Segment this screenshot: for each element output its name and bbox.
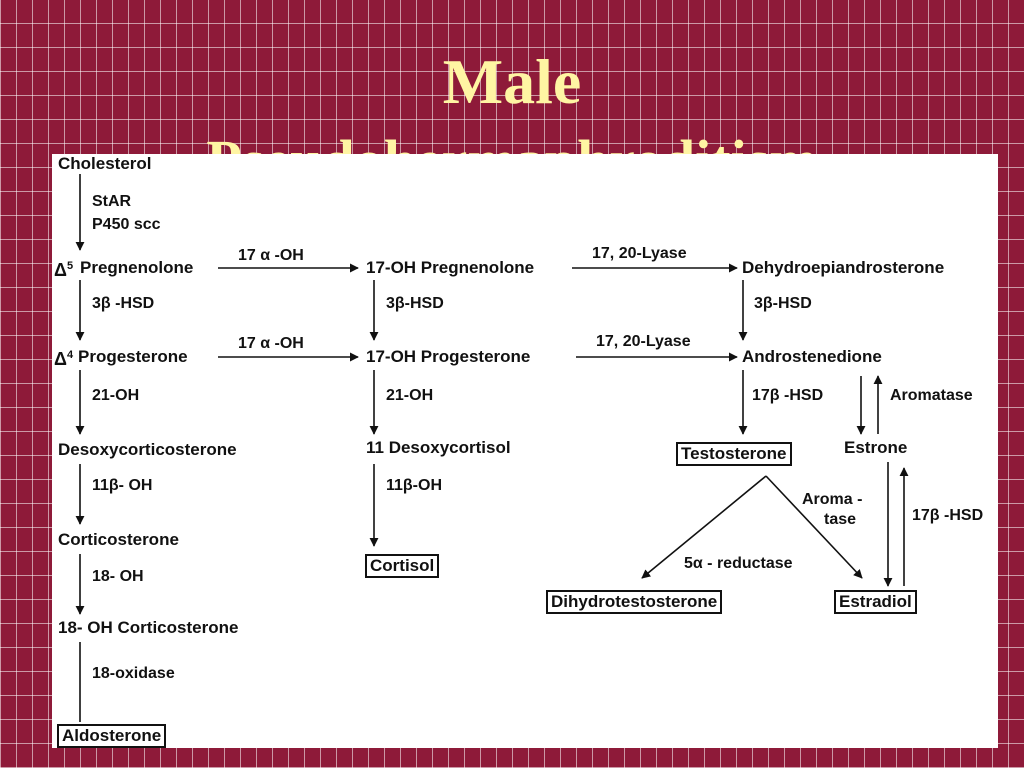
- enzyme-3b-hsd-mid: 3β-HSD: [386, 295, 444, 312]
- delta5-symbol: Δ5: [54, 260, 74, 280]
- enzyme-p450scc: P450 scc: [92, 216, 161, 233]
- node-corticosterone: Corticosterone: [58, 530, 179, 549]
- node-dihydrotestosterone: Dihydrotestosterone: [546, 590, 723, 614]
- node-17oh-progesterone: 17-OH Progesterone: [366, 347, 531, 366]
- pathway-arrows: [75, 174, 909, 722]
- enzyme-5a-reductase: 5α - reductase: [684, 555, 793, 572]
- enzyme-aromatase-split-1: Aroma -: [802, 491, 863, 508]
- enzyme-17-20-lyase-top: 17, 20-Lyase: [592, 245, 687, 262]
- delta4-symbol: Δ4: [54, 349, 74, 369]
- enzyme-aromatase-top: Aromatase: [890, 387, 973, 404]
- enzyme-17-20-lyase-mid: 17, 20-Lyase: [596, 333, 691, 350]
- enzyme-17b-hsd-left: 17β -HSD: [752, 387, 824, 404]
- node-dehydroepiandrosterone: Dehydroepiandrosterone: [742, 258, 945, 277]
- enzyme-17b-hsd-right: 17β -HSD: [912, 507, 984, 524]
- enzyme-11b-oh-mid: 11β-OH: [386, 477, 443, 494]
- enzyme-21-oh-mid: 21-OH: [386, 387, 434, 404]
- arrow-testosterone-dht: [641, 475, 767, 579]
- node-progesterone: Progesterone: [78, 347, 188, 366]
- node-estrone: Estrone: [844, 438, 908, 457]
- node-17oh-pregnenolone: 17-OH Pregnenolone: [366, 258, 535, 277]
- enzyme-star: StAR: [92, 193, 132, 210]
- enzyme-18-oh: 18- OH: [92, 568, 144, 585]
- node-cortisol: Cortisol: [365, 554, 440, 578]
- node-pregnenolone: Pregnenolone: [80, 258, 194, 277]
- node-androstenedione: Androstenedione: [742, 347, 882, 366]
- steroidogenesis-diagram: Cholesterol StAR P450 scc Δ5 Pregnenolon…: [52, 154, 998, 748]
- node-11-desoxycortisol: 11 Desoxycortisol: [366, 438, 511, 457]
- enzyme-21-oh-left: 21-OH: [92, 387, 140, 404]
- delta5-superscript: 5: [66, 260, 74, 272]
- node-cholesterol: Cholesterol: [58, 154, 152, 173]
- enzyme-aromatase-split-2: tase: [824, 511, 857, 528]
- enzyme-17a-oh-mid: 17 α -OH: [238, 335, 304, 352]
- enzyme-3b-hsd-left: 3β -HSD: [92, 295, 155, 312]
- enzyme-18-oxidase: 18-oxidase: [92, 665, 175, 682]
- node-estradiol: Estradiol: [834, 590, 917, 614]
- enzyme-17a-oh-top: 17 α -OH: [238, 247, 304, 264]
- arrow-testosterone-estradiol: [765, 475, 863, 579]
- slide-title: Male: [442, 46, 582, 117]
- delta4-superscript: 4: [66, 349, 74, 361]
- node-aldosterone: Aldosterone: [57, 724, 167, 748]
- node-testosterone: Testosterone: [676, 442, 792, 466]
- node-desoxycorticosterone: Desoxycorticosterone: [58, 440, 237, 459]
- node-18oh-corticosterone: 18- OH Corticosterone: [58, 618, 239, 637]
- enzyme-3b-hsd-right: 3β-HSD: [754, 295, 812, 312]
- enzyme-11b-oh-left: 11β- OH: [92, 477, 153, 494]
